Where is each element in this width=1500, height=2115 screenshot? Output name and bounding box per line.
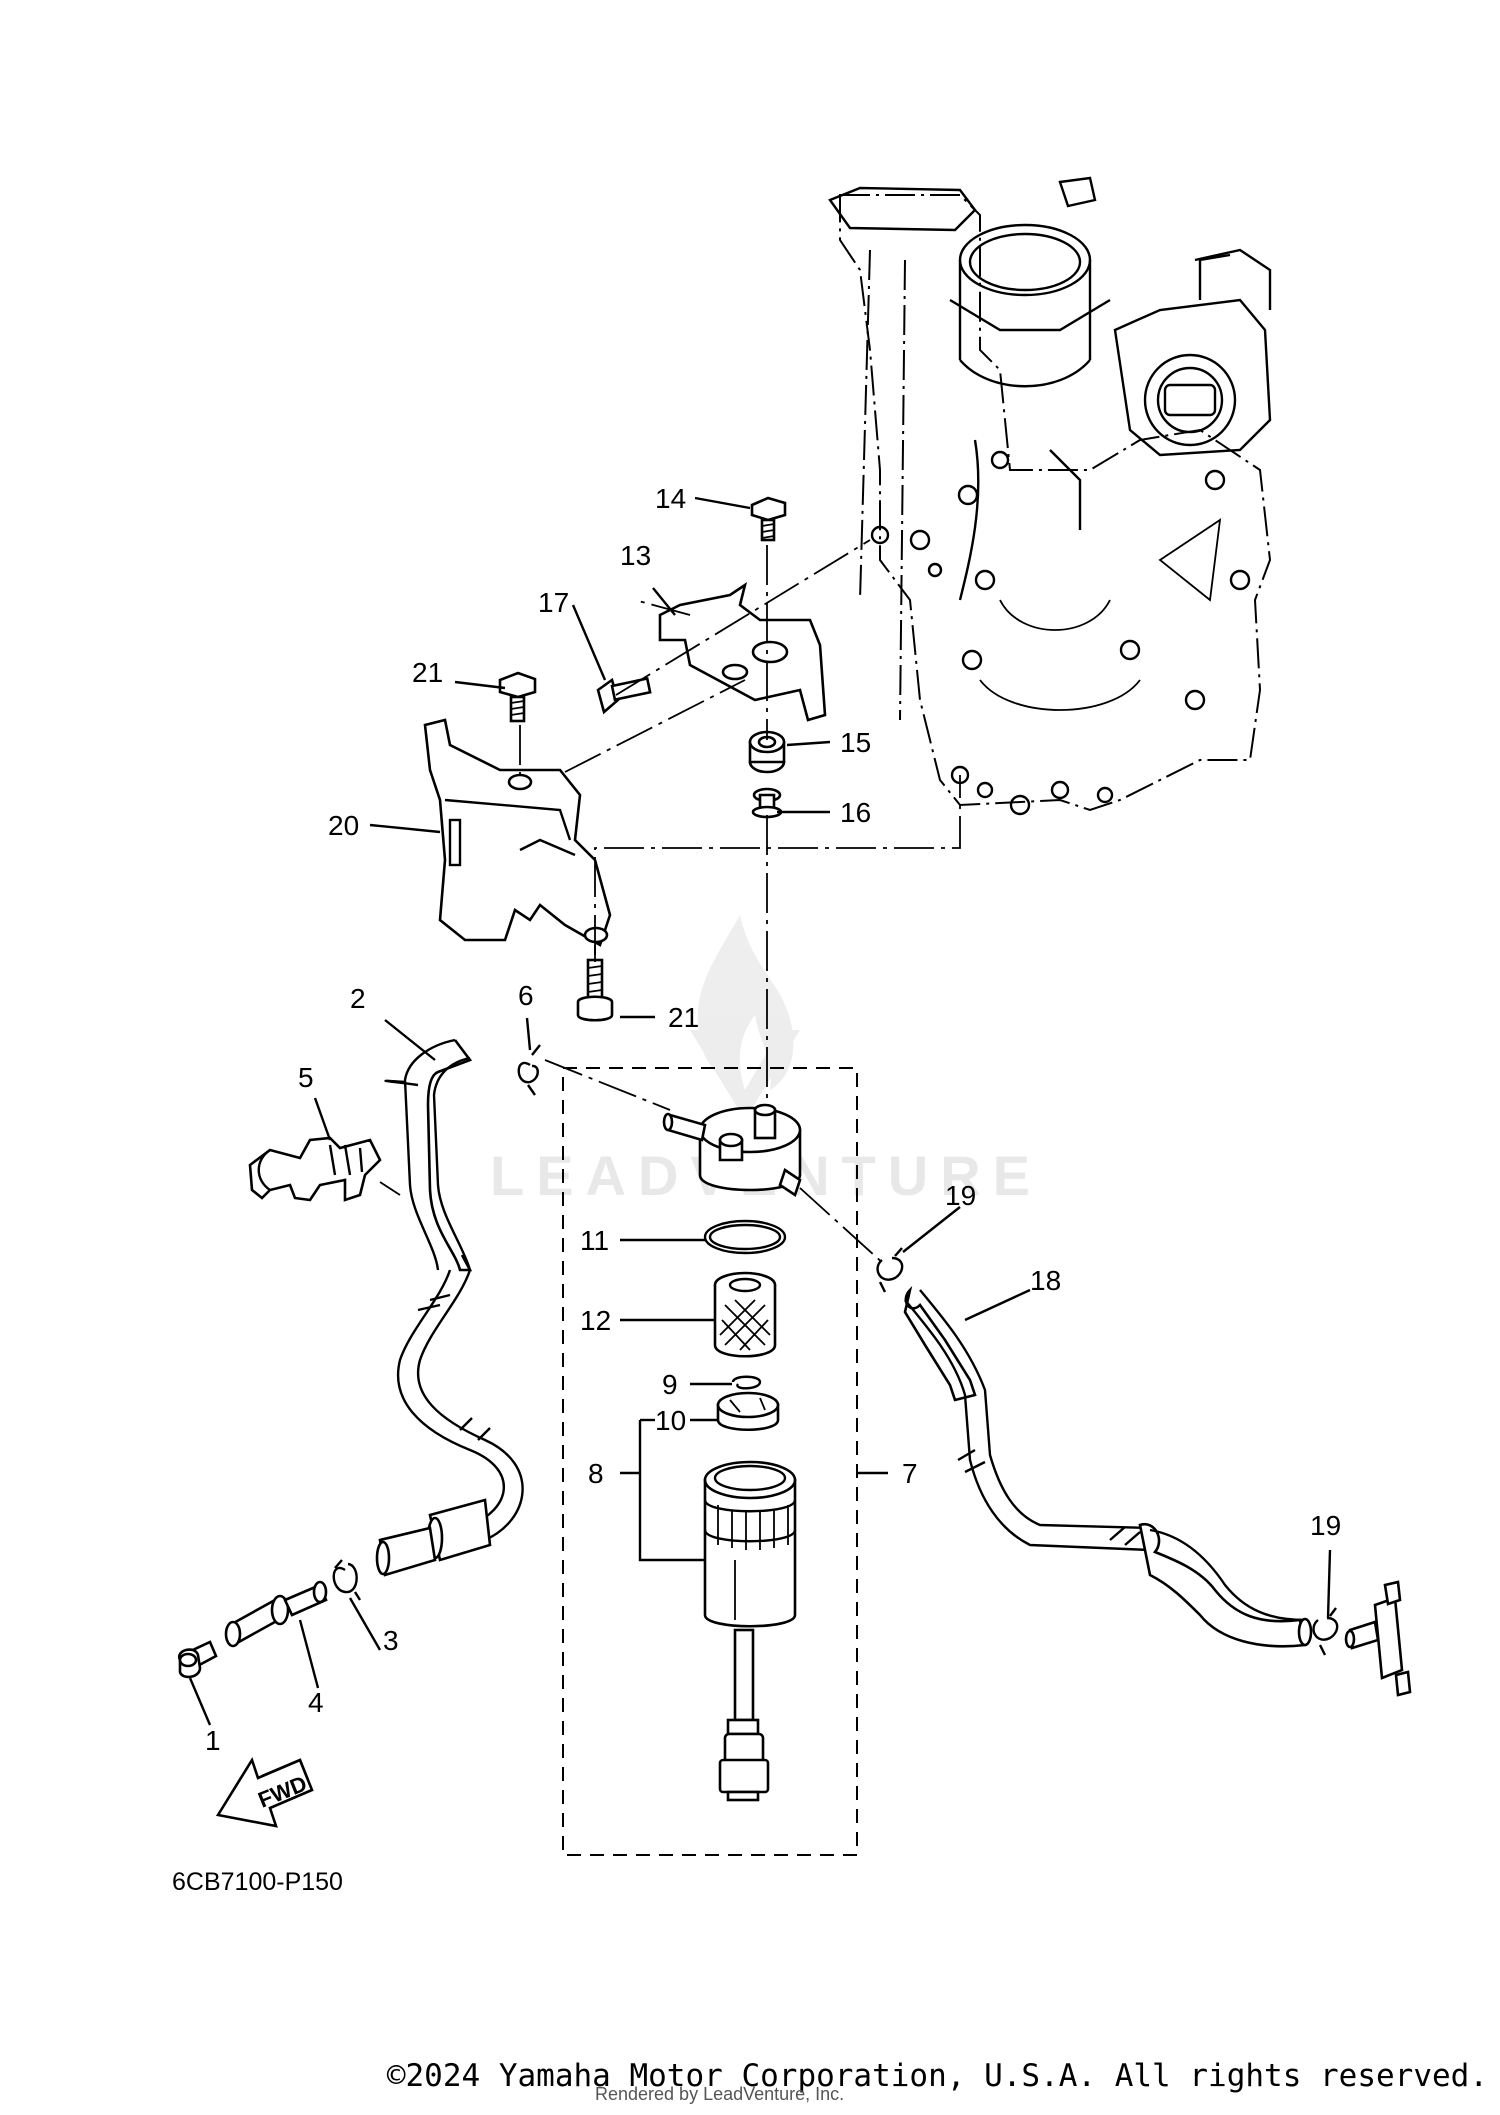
part-14-bolt	[750, 496, 787, 542]
part-19-clip-upper	[876, 1247, 904, 1293]
callout-5: 5	[298, 1062, 314, 1093]
callout-3: 3	[383, 1625, 399, 1656]
callout-2: 2	[350, 983, 366, 1014]
part-21-bolt-lower	[576, 958, 614, 1022]
callout-6: 6	[518, 980, 534, 1011]
copyright-notice: ©2024 Yamaha Motor Corporation, U.S.A. A…	[386, 2058, 1488, 2094]
callout-13: 13	[620, 540, 651, 571]
part-20-cover	[423, 718, 612, 947]
part-1-plug	[177, 1640, 218, 1679]
part-15-grommet	[748, 730, 786, 774]
part-2-hose	[375, 1038, 524, 1577]
drawing-code: 6CB7100-P150	[172, 1868, 343, 1896]
callout-10: 10	[655, 1405, 686, 1436]
callout-19-lower: 19	[1310, 1510, 1341, 1541]
callouts: 1 2 3 4 5 6 7 8 9 10 11 12 13 14 15 16 1…	[205, 483, 1341, 1756]
callout-21-upper: 21	[412, 657, 443, 688]
t-joint	[1344, 1580, 1412, 1697]
callout-20: 20	[328, 810, 359, 841]
fwd-arrow-icon: FWD	[215, 1756, 314, 1828]
part-10-float	[716, 1391, 780, 1432]
part-18-hose	[903, 1285, 1313, 1648]
callout-14: 14	[655, 483, 686, 514]
part-3-clip	[332, 1559, 362, 1601]
rendered-by-notice: Rendered by LeadVenture, Inc.	[595, 2084, 845, 2104]
leader-lines	[188, 496, 1332, 1726]
part-7-filter-head	[662, 1103, 802, 1198]
callout-21-lower: 21	[668, 1002, 699, 1033]
part-5-holder	[248, 1136, 382, 1202]
part-6-clip	[517, 1044, 541, 1096]
callout-15: 15	[840, 727, 871, 758]
callout-18: 18	[1030, 1265, 1061, 1296]
part-12-element	[713, 1271, 777, 1358]
callout-1: 1	[205, 1725, 221, 1756]
part-4-joint	[224, 1580, 328, 1648]
part-16-collar	[751, 787, 783, 819]
part-21-bolt-upper	[498, 671, 537, 723]
callout-4: 4	[308, 1687, 324, 1718]
part-13-bracket	[658, 582, 827, 722]
callout-16: 16	[840, 797, 871, 828]
callout-8: 8	[588, 1458, 604, 1489]
part-11-o-ring	[703, 1219, 787, 1255]
part-8-bowl	[703, 1460, 797, 1802]
callout-19-upper: 19	[945, 1180, 976, 1211]
engine-block	[828, 176, 1272, 816]
callout-11: 11	[580, 1225, 609, 1256]
callout-9: 9	[662, 1369, 678, 1400]
assembly-lines	[379, 539, 961, 1856]
part-19-clip-lower	[1312, 1607, 1339, 1656]
callout-7: 7	[902, 1458, 918, 1489]
part-17-bolt	[596, 676, 652, 715]
callout-12: 12	[580, 1305, 611, 1336]
part-9-clip	[731, 1375, 762, 1390]
callout-17: 17	[538, 587, 569, 618]
